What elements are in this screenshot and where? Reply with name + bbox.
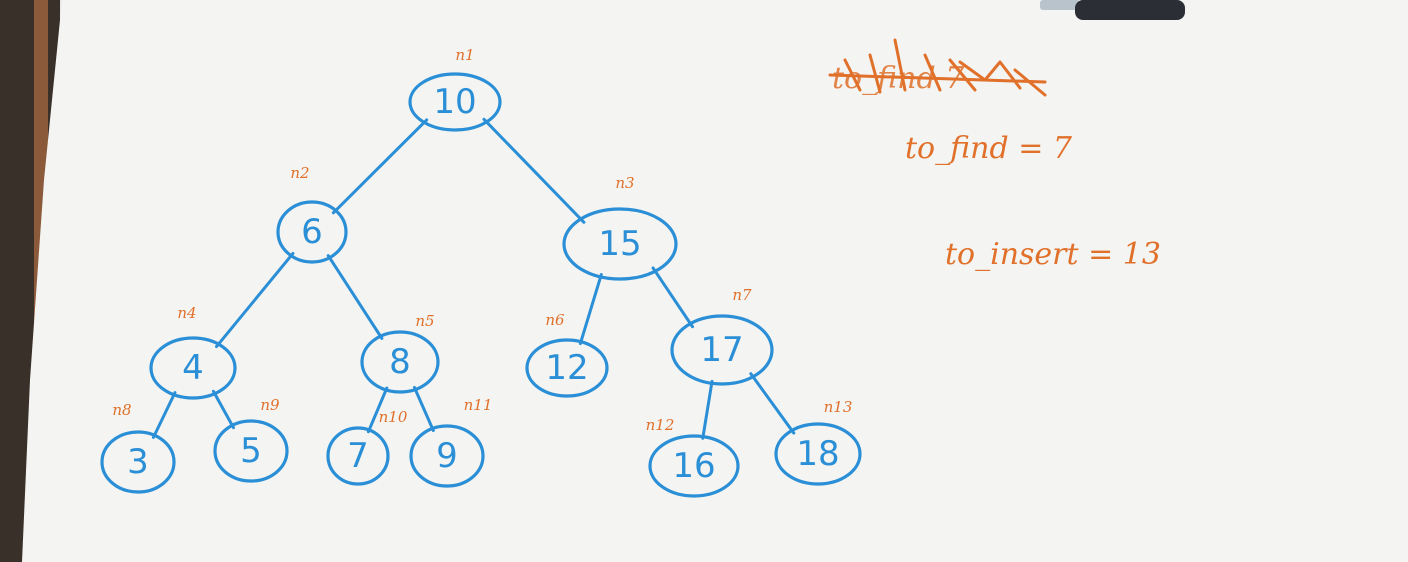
node-label: n9	[260, 396, 280, 414]
tree-node-n7: 17 n7	[670, 286, 774, 386]
node-circle	[326, 426, 390, 486]
node-circle	[774, 422, 862, 486]
marker-icon	[1040, 0, 1185, 20]
tree-node-n4: 4 n4	[149, 304, 237, 400]
crossed-out-note: to_find 7	[828, 38, 1047, 97]
node-circle	[648, 434, 740, 498]
node-label: n11	[464, 396, 493, 414]
node-label: n7	[732, 286, 752, 304]
tree-node-n6: 12 n6	[525, 311, 609, 398]
node-circle	[562, 207, 678, 281]
node-label: n6	[545, 311, 565, 329]
edge-n7-n13	[749, 372, 796, 435]
tree-node-n1: 10 n1	[408, 46, 502, 132]
node-value: 17	[700, 330, 743, 370]
node-value: 4	[182, 348, 204, 388]
edge-n4-n9	[211, 389, 235, 430]
node-circle	[276, 200, 348, 264]
node-value: 6	[301, 212, 323, 252]
tree-edges	[151, 117, 796, 440]
edge-n5-n11	[412, 385, 435, 433]
node-value: 9	[436, 436, 458, 476]
tree-node-n2: 6 n2	[276, 164, 348, 264]
node-circle	[525, 338, 609, 398]
node-value: 10	[433, 82, 476, 122]
tree-node-n8: 3 n8	[100, 401, 176, 494]
edge-n2-n4	[215, 251, 295, 349]
node-circle	[100, 430, 176, 494]
node-label: n12	[646, 416, 675, 434]
node-label: n2	[290, 164, 309, 182]
tree-nodes: 10 n1 6 n2 15 n3 4 n4 8n5 12 n6 17 n7 3 n8 5 n9 7 n10 9 n11 1…	[100, 46, 862, 498]
node-circle	[360, 330, 440, 394]
node-value: 16	[672, 446, 715, 486]
node-label: n5	[415, 312, 434, 330]
node-label: n3	[615, 174, 634, 192]
tree-node-n10: 7 n10	[326, 408, 408, 486]
edge-n1-n3	[482, 117, 586, 224]
tree-node-n5: 8n5	[360, 312, 440, 394]
node-value: 15	[598, 224, 641, 264]
edge-n5-n10	[366, 386, 389, 434]
edge-n2-n5	[326, 254, 384, 340]
node-circle	[670, 314, 774, 386]
tree-node-n12: 16 n12	[646, 416, 740, 498]
node-value: 5	[240, 431, 262, 471]
tree-node-n11: 9 n11	[409, 396, 493, 488]
node-label: n10	[379, 408, 408, 426]
edge-n7-n12	[701, 379, 714, 440]
tree-node-n9: 5 n9	[213, 396, 289, 483]
node-label: n1	[455, 46, 474, 64]
node-circle	[213, 419, 289, 483]
tree-node-n3: 15 n3	[562, 174, 678, 281]
node-circle	[408, 72, 502, 132]
node-value: 7	[347, 436, 369, 476]
node-value: 8	[389, 342, 411, 382]
edge-n1-n2	[331, 118, 429, 215]
edge-n3-n6	[578, 273, 603, 346]
node-label: n4	[177, 304, 196, 322]
edge-n4-n8	[151, 391, 177, 439]
node-value: 12	[545, 348, 588, 388]
node-circle	[149, 336, 237, 400]
edge-n3-n7	[651, 266, 695, 329]
to-insert-note: to_insert = 13	[945, 237, 1161, 272]
tree-node-n13: 18 n13	[774, 398, 862, 486]
node-value: 3	[127, 442, 149, 482]
to-find-note: to_find = 7	[905, 131, 1073, 166]
node-label: n8	[112, 401, 131, 419]
node-label: n13	[824, 398, 853, 416]
node-circle	[409, 424, 485, 488]
paper-sheet	[22, 0, 1408, 562]
node-value: 18	[796, 434, 839, 474]
